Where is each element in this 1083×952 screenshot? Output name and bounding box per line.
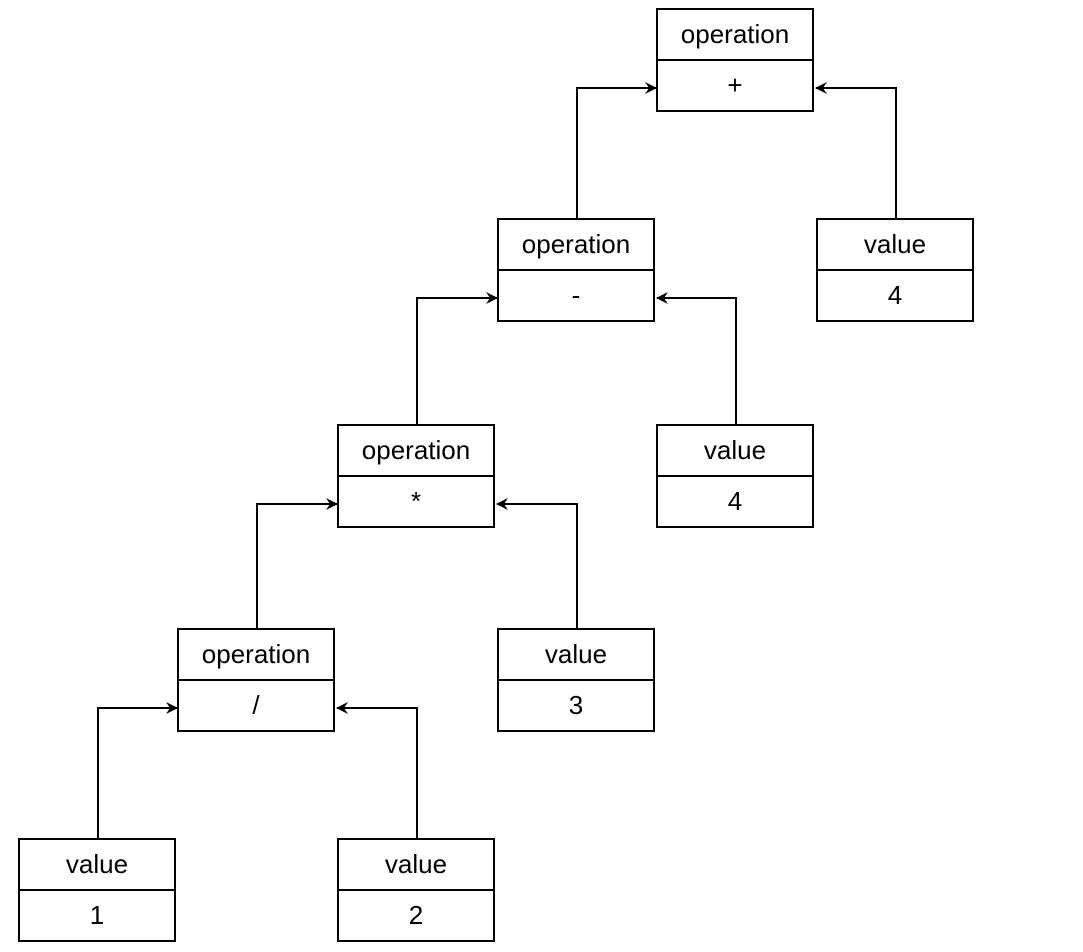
node-value-label: + — [727, 70, 743, 100]
value-node-2: value 2 — [337, 838, 495, 942]
node-value-label: 2 — [408, 900, 424, 930]
edge-v4a-to-plus — [815, 82, 897, 218]
node-value-label: * — [410, 486, 422, 516]
edge-v4b-to-minus — [656, 292, 737, 424]
operation-node-plus: operation + — [656, 8, 814, 112]
node-value-label: / — [252, 690, 260, 720]
node-type-label: value — [818, 220, 972, 271]
operation-node-minus: operation - — [497, 218, 655, 322]
value-node-4-top: value 4 — [816, 218, 974, 322]
node-value-label: 1 — [89, 900, 105, 930]
value-node-1: value 1 — [18, 838, 176, 942]
operation-node-divide: operation / — [177, 628, 335, 732]
operation-node-times: operation * — [337, 424, 495, 528]
node-type-label: operation — [658, 10, 812, 61]
node-value-label: - — [571, 280, 581, 310]
node-type-label: value — [20, 840, 174, 891]
node-type-label: value — [339, 840, 493, 891]
edge-v2-to-div — [336, 702, 418, 838]
edge-v3-to-times — [496, 498, 578, 628]
node-type-label: operation — [499, 220, 653, 271]
edge-minus-to-plus — [576, 82, 657, 218]
value-node-4-middle: value 4 — [656, 424, 814, 528]
edge-times-to-minus — [416, 292, 498, 424]
node-type-label: operation — [179, 630, 333, 681]
node-type-label: operation — [339, 426, 493, 477]
node-type-label: value — [658, 426, 812, 477]
node-value-label: 3 — [568, 690, 584, 720]
node-value-label: 4 — [727, 486, 743, 516]
value-node-3: value 3 — [497, 628, 655, 732]
edge-v1-to-div — [97, 702, 178, 838]
node-type-label: value — [499, 630, 653, 681]
edge-div-to-times — [256, 498, 338, 628]
node-value-label: 4 — [887, 280, 903, 310]
